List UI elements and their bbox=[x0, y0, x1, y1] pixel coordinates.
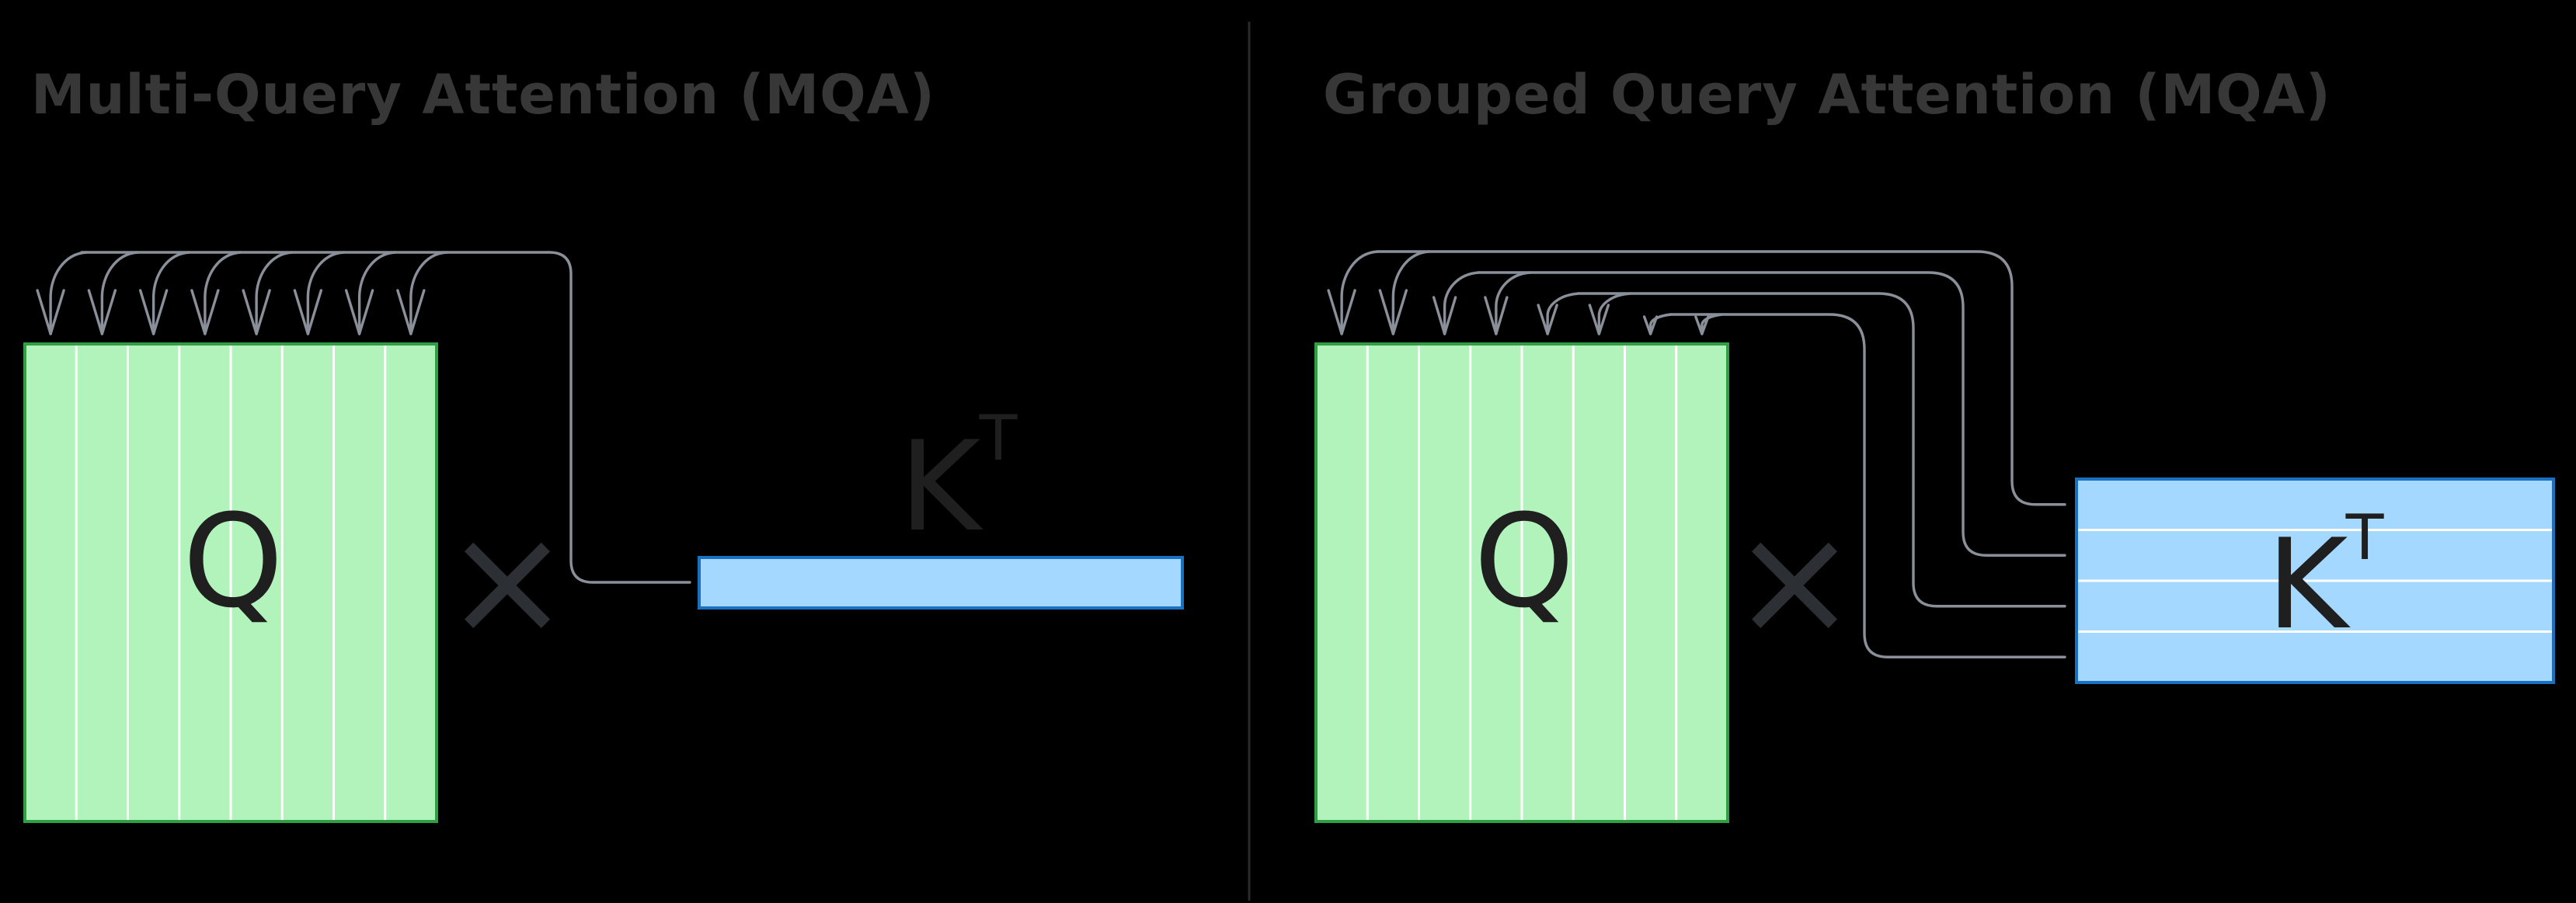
mqa-q-label: Q bbox=[183, 487, 284, 636]
arrowhead-icon bbox=[1432, 296, 1457, 335]
arrowhead-icon bbox=[1642, 315, 1659, 335]
mqa-broadcast-arrows bbox=[36, 251, 448, 335]
arrowhead-icon bbox=[344, 289, 374, 335]
gqa-multiply-icon: × bbox=[1731, 492, 1857, 669]
arrow-shaft bbox=[1597, 292, 1632, 335]
arrowhead-icon bbox=[190, 289, 220, 335]
group-kv-connector-line bbox=[1376, 250, 2066, 506]
arrowhead-icon bbox=[396, 289, 426, 335]
arrow-shaft bbox=[306, 251, 346, 335]
group-kv-connector-line bbox=[1669, 313, 2066, 658]
arrowhead-icon bbox=[138, 289, 169, 335]
arrowhead-icon bbox=[1378, 289, 1408, 335]
gqa-broadcast-arrows bbox=[1327, 250, 1724, 335]
arrow-shaft bbox=[255, 251, 294, 335]
arrowhead-icon bbox=[1484, 296, 1509, 335]
arrow-shaft bbox=[49, 251, 88, 335]
arrow-shaft bbox=[1340, 250, 1379, 335]
arrowhead-icon bbox=[293, 289, 323, 335]
arrow-shaft bbox=[409, 251, 448, 335]
gqa-k-transpose-superscript: T bbox=[2345, 502, 2385, 574]
group-kv-connector-line bbox=[1477, 271, 2066, 557]
gqa-panel: Grouped Query Attention (MQA) Q × K T bbox=[1314, 63, 2555, 823]
mqa-multiply-icon: × bbox=[444, 492, 570, 669]
mqa-k-label: K bbox=[900, 414, 984, 559]
arrowhead-icon bbox=[87, 289, 117, 335]
mqa-k-transpose-superscript: T bbox=[979, 402, 1018, 474]
arrowhead-icon bbox=[1588, 304, 1610, 335]
mqa-kt-matrix bbox=[698, 556, 1184, 610]
arrow-shaft bbox=[357, 251, 397, 335]
mqa-title: Multi-Query Attention (MQA) bbox=[31, 63, 935, 127]
gqa-title: Grouped Query Attention (MQA) bbox=[1323, 63, 2331, 127]
arrowhead-icon bbox=[1537, 304, 1558, 335]
mqa-kv-connector-line bbox=[80, 251, 691, 584]
group-kv-connector-line bbox=[1577, 292, 2066, 608]
arrow-shaft bbox=[1495, 271, 1532, 335]
arrow-shaft bbox=[100, 251, 140, 335]
gqa-group-connector-lines bbox=[1376, 250, 2066, 658]
mqa-panel: Multi-Query Attention (MQA) Q × K T bbox=[23, 63, 1184, 823]
arrowhead-icon bbox=[1327, 289, 1356, 335]
arrow-shaft bbox=[204, 251, 242, 335]
gqa-kt-row-lines bbox=[2078, 529, 2552, 633]
arrow-shaft bbox=[1391, 250, 1431, 335]
mqa-q-column-lines bbox=[75, 346, 387, 820]
arrow-shaft bbox=[1546, 292, 1580, 335]
gqa-k-label: K bbox=[2267, 512, 2351, 657]
arrow-shaft bbox=[1443, 271, 1481, 335]
arrowhead-icon bbox=[242, 289, 271, 335]
arrow-shaft bbox=[151, 251, 191, 335]
gqa-q-label: Q bbox=[1474, 487, 1575, 636]
arrowhead-icon bbox=[1694, 315, 1710, 335]
arrowhead-icon bbox=[36, 289, 65, 335]
gqa-q-column-lines bbox=[1366, 346, 1678, 820]
